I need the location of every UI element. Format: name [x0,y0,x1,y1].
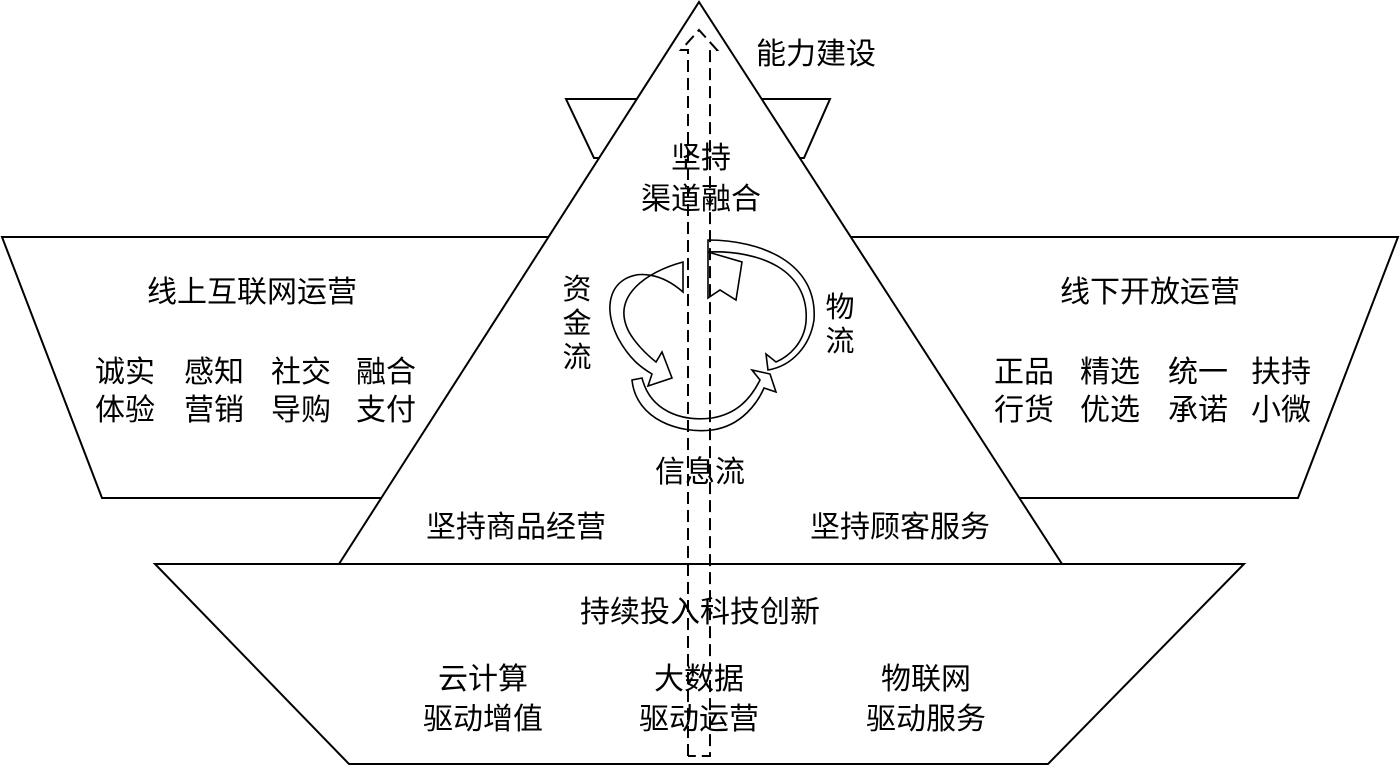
left-item-4-line-2: 支付 [356,393,416,428]
triangle-left-label: 坚持商品经营 [426,510,606,545]
capability-label: 能力建设 [756,37,876,72]
base-item-2-line-2: 驱动运营 [639,702,759,737]
right-item-3-line-1: 统一 [1168,355,1228,390]
base-item-3-line-1: 物联网 [881,662,971,697]
right-item-2-line-1: 精选 [1080,355,1140,390]
logistics-flow-arrow [707,239,815,371]
apex-line-2: 渠道融合 [641,182,761,217]
logistics-flow-char-2: 流 [825,324,854,358]
right-item-1-line-1: 正品 [994,355,1054,390]
base-item-2-line-1: 大数据 [654,662,744,697]
base-shape [152,563,1247,765]
left-panel-items: 诚实 体验 感知 营销 社交 导购 融合 支付 [95,355,416,428]
cycle-arrows [609,239,815,432]
left-item-2-line-2: 营销 [184,393,244,428]
capital-flow-char-3: 流 [562,340,591,374]
left-item-1-line-2: 体验 [95,393,155,428]
left-item-3-line-2: 导购 [271,393,331,428]
right-item-4-line-2: 小微 [1251,393,1311,428]
right-item-3-line-2: 承诺 [1168,393,1228,428]
right-item-2-line-2: 优选 [1080,393,1140,428]
base-items: 云计算 驱动增值 大数据 驱动运营 物联网 驱动服务 [423,662,986,737]
capital-flow-char-2: 金 [562,306,591,340]
base-item-3-line-2: 驱动服务 [866,702,986,737]
logistics-flow-char-1: 物 [825,290,854,324]
right-panel-title: 线下开放运营 [1060,275,1240,310]
triangle-right-label: 坚持顾客服务 [810,510,990,545]
capital-flow-char-1: 资 [562,272,591,306]
left-item-4-line-1: 融合 [356,355,416,390]
upward-dashed-arrow [678,28,720,757]
base-item-1-line-1: 云计算 [438,662,528,697]
base-item-1-line-2: 驱动增值 [423,702,543,737]
capital-flow-arrow [609,260,684,388]
left-panel-title: 线上互联网运营 [147,275,357,310]
apex-line-1: 坚持 [671,141,731,176]
information-flow-label: 信息流 [655,455,745,490]
left-item-2-line-1: 感知 [184,355,244,390]
information-flow-arrow [631,368,778,432]
left-item-3-line-1: 社交 [271,355,331,390]
left-item-1-line-1: 诚实 [95,355,155,390]
base-title: 持续投入科技创新 [580,595,820,630]
right-panel-items: 正品 行货 精选 优选 统一 承诺 扶持 小微 [994,355,1311,428]
right-item-1-line-2: 行货 [994,393,1054,428]
right-item-4-line-1: 扶持 [1251,355,1311,390]
